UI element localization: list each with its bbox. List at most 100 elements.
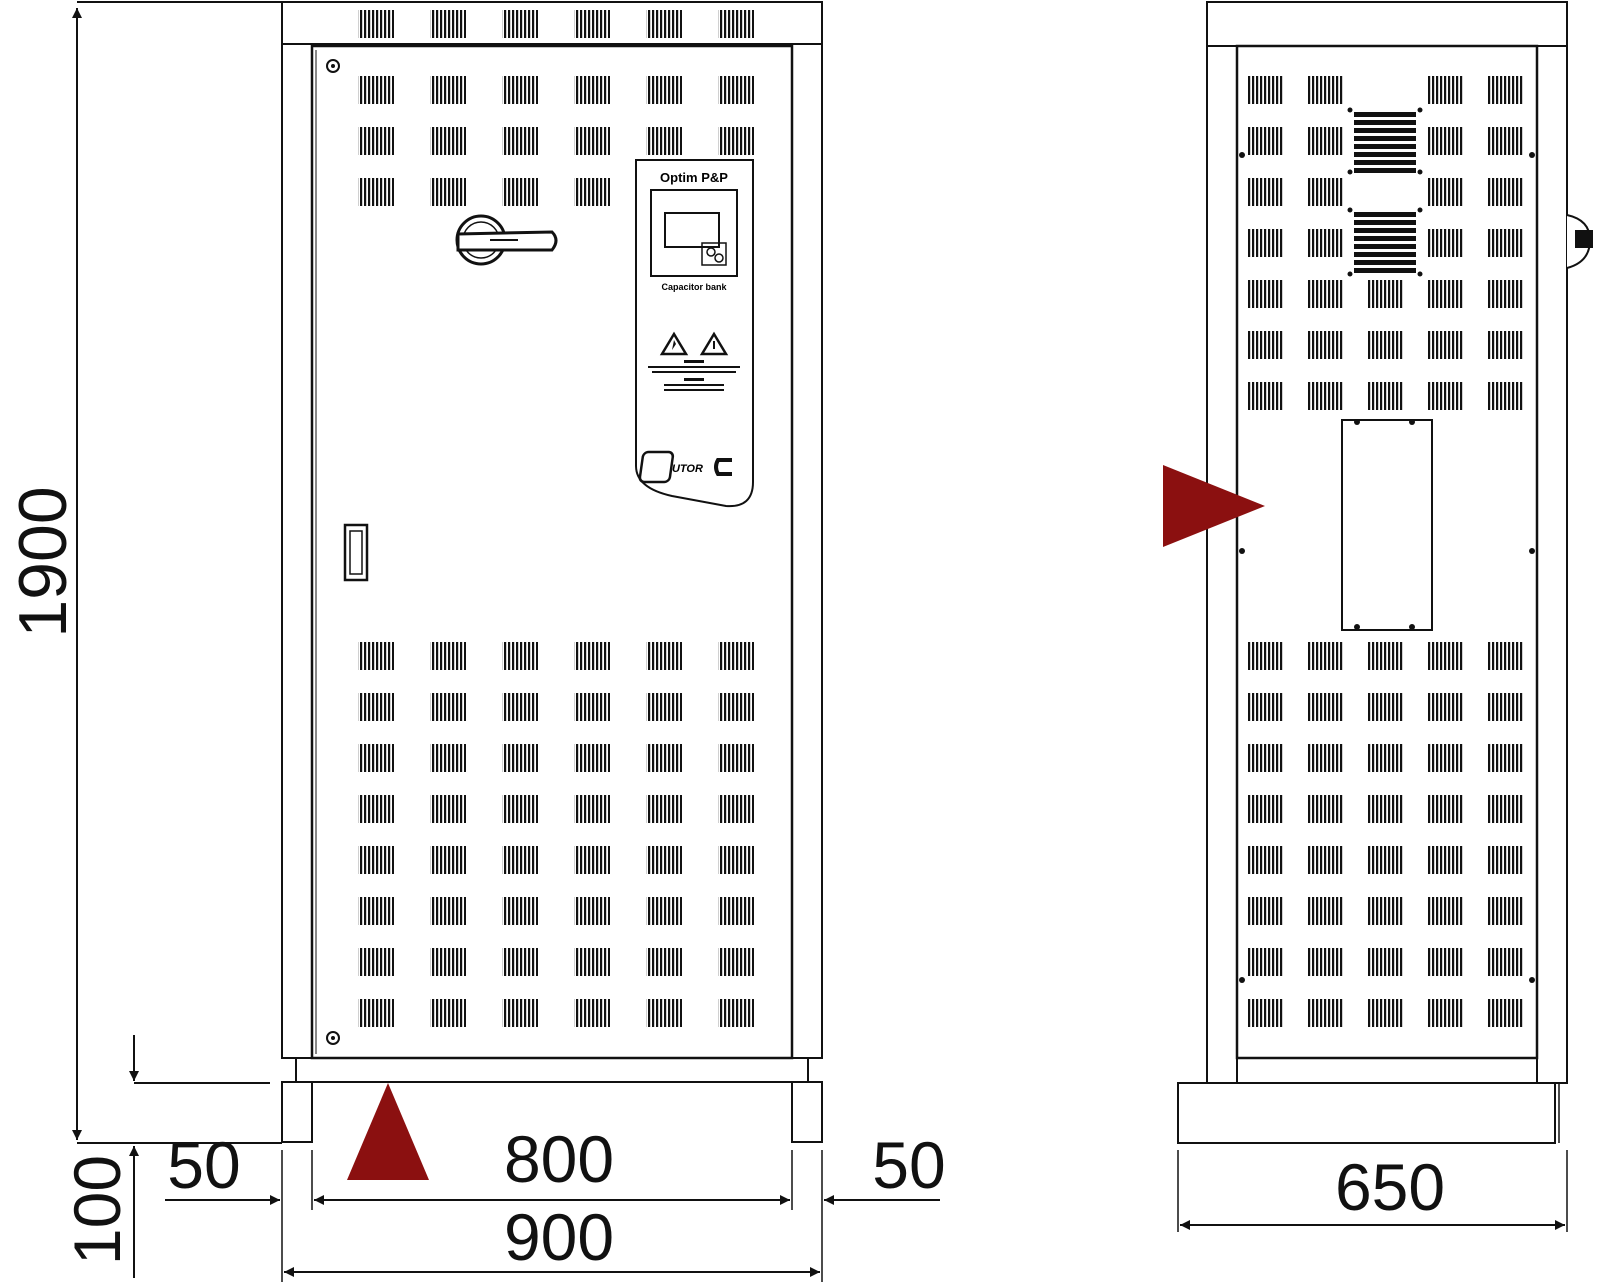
vent-slot-group — [430, 999, 466, 1027]
vent-slot-group — [1488, 127, 1524, 155]
fan-screw — [1417, 107, 1423, 113]
side-view — [1177, 1, 1593, 1144]
vent-slot-group — [646, 897, 682, 925]
vent-slot-group — [1428, 999, 1464, 1027]
vent-slot-group — [1488, 744, 1524, 772]
vent-slot-group — [574, 178, 610, 206]
vent-slot-group — [1488, 795, 1524, 823]
vent-slot-group — [430, 693, 466, 721]
vent-slot-group — [502, 897, 538, 925]
vent-slot-group — [502, 642, 538, 670]
vent-slot-group — [430, 76, 466, 104]
fan-screw — [1347, 271, 1353, 277]
vent-slot-group — [1368, 642, 1404, 670]
vent-slot-group — [430, 127, 466, 155]
dim-depth: 650 — [1335, 1150, 1445, 1224]
front-frame-right — [791, 43, 823, 1059]
vent-slot-group — [574, 693, 610, 721]
vent-slot-group — [1308, 897, 1344, 925]
vent-slot-group — [1428, 744, 1464, 772]
dim-plinth-height: 100 — [60, 1155, 134, 1265]
vent-slot-group — [1308, 846, 1344, 874]
vent-slot-group — [1488, 693, 1524, 721]
fan-grille-slot — [1354, 144, 1416, 149]
vent-slot-group — [430, 897, 466, 925]
vent-slot-group — [502, 846, 538, 874]
vent-slot-group — [1308, 948, 1344, 976]
vent-slot-group — [1248, 76, 1284, 104]
brand-logo-icon — [638, 450, 732, 484]
vent-slot-group — [1308, 229, 1344, 257]
vent-slot-group — [358, 948, 394, 976]
dim-height-total: 1900 — [5, 486, 81, 637]
vent-slot-group — [358, 178, 394, 206]
fan-grilles — [1347, 107, 1423, 277]
vent-slot-group — [1428, 948, 1464, 976]
vent-slot-group — [430, 744, 466, 772]
vent-slot-group — [1368, 744, 1404, 772]
vent-slot-group — [1428, 693, 1464, 721]
vent-slot-group — [358, 10, 394, 38]
vent-slot-group — [718, 10, 754, 38]
fan-grille-slot — [1354, 120, 1416, 125]
fan-grille-slot — [1354, 236, 1416, 241]
controller-display-frame — [650, 189, 738, 277]
vent-slot-group — [574, 999, 610, 1027]
vent-slot-group — [358, 693, 394, 721]
vent-slot-group — [1248, 280, 1284, 308]
vent-slot-group — [1308, 331, 1344, 359]
vent-slot-group — [646, 127, 682, 155]
vent-slot-group — [646, 642, 682, 670]
vent-slot-group — [1488, 846, 1524, 874]
fan-grille-slot — [1354, 212, 1416, 217]
vent-slot-group — [1428, 795, 1464, 823]
vent-slot-group — [646, 999, 682, 1027]
vent-slot-group — [1428, 178, 1464, 206]
fan-grille-slot — [1354, 168, 1416, 173]
vent-slot-group — [1488, 897, 1524, 925]
fan-screw — [1347, 169, 1353, 175]
side-ventilation-grilles — [1248, 76, 1524, 1027]
vent-slot-group — [358, 795, 394, 823]
vent-slot-group — [430, 795, 466, 823]
vent-slot-group — [502, 10, 538, 38]
vent-slot-group — [1248, 846, 1284, 874]
vent-slot-group — [1488, 229, 1524, 257]
vent-slot-group — [1368, 331, 1404, 359]
vent-slot-group — [430, 948, 466, 976]
vent-slot-group — [718, 897, 754, 925]
side-handle — [1566, 214, 1593, 269]
vent-slot-group — [1488, 178, 1524, 206]
front-ventilation-grilles — [358, 10, 754, 1027]
side-plinth — [1177, 1082, 1556, 1144]
vent-slot-group — [1248, 642, 1284, 670]
vent-slot-group — [1248, 127, 1284, 155]
fan-grille-slot — [1354, 260, 1416, 265]
vent-slot-group — [646, 693, 682, 721]
vent-slot-group — [718, 76, 754, 104]
door-latch — [343, 523, 369, 582]
vent-slot-group — [358, 744, 394, 772]
vent-slot-group — [502, 999, 538, 1027]
vent-slot-group — [646, 744, 682, 772]
vent-slot-group — [1428, 76, 1464, 104]
vent-slot-group — [1248, 331, 1284, 359]
side-panel-screws — [1239, 152, 1535, 983]
access-plate-screws — [1354, 419, 1415, 630]
fan-grille-slot — [1354, 152, 1416, 157]
side-bottom-rail — [1236, 1057, 1538, 1084]
fan-screw — [1347, 207, 1353, 213]
fan-grille-slot — [1354, 128, 1416, 133]
vent-slot-group — [1248, 795, 1284, 823]
vent-slot-group — [1308, 127, 1344, 155]
fan-screw — [1417, 207, 1423, 213]
vent-slot-group — [358, 127, 394, 155]
fan-grille-slot — [1354, 244, 1416, 249]
vent-slot-group — [502, 795, 538, 823]
vent-slot-group — [1248, 897, 1284, 925]
vent-slot-group — [1308, 693, 1344, 721]
fan-grille-slot — [1354, 268, 1416, 273]
vent-slot-group — [1248, 948, 1284, 976]
vent-slot-group — [1368, 999, 1404, 1027]
fan-grille-slot — [1354, 228, 1416, 233]
